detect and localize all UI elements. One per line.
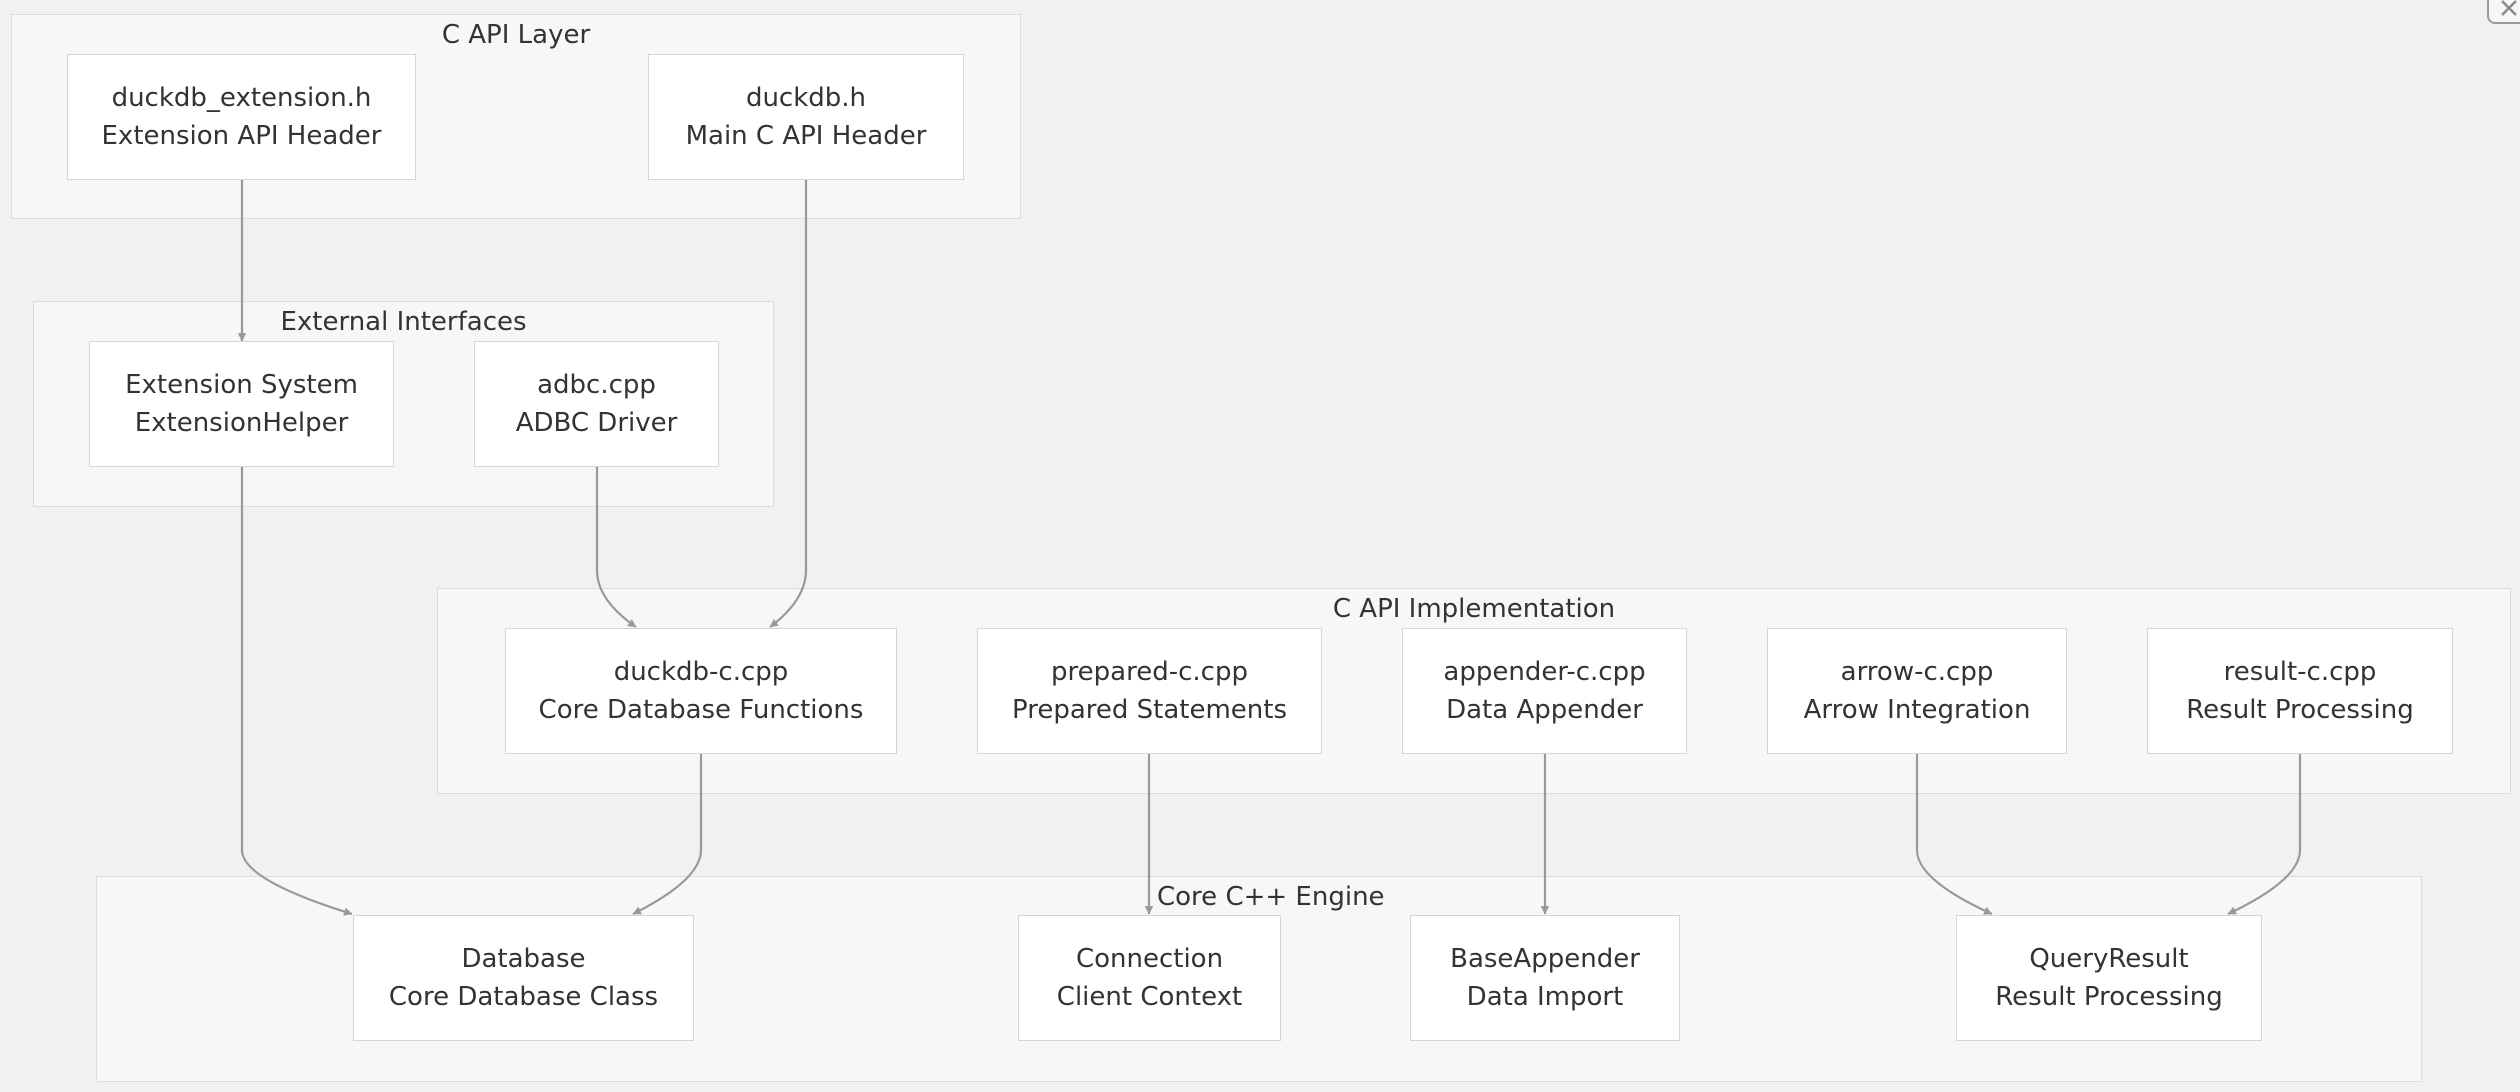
node-database-subtitle: Core Database Class: [388, 982, 659, 1012]
node-appender-c-cpp-subtitle: Data Appender: [1446, 695, 1643, 725]
node-prepared-c-cpp: prepared-c.cpp Prepared Statements: [977, 628, 1322, 754]
node-appender-c-cpp-title: appender-c.cpp: [1443, 657, 1646, 687]
node-prepared-c-cpp-subtitle: Prepared Statements: [1011, 695, 1288, 725]
node-arrow-c-cpp: arrow-c.cpp Arrow Integration: [1767, 628, 2067, 754]
node-extension-system-title: Extension System: [125, 370, 358, 400]
node-duckdb-h: duckdb.h Main C API Header: [648, 54, 964, 180]
node-duckdb-h-title: duckdb.h: [745, 83, 867, 113]
node-adbc-cpp-title: adbc.cpp: [537, 370, 656, 400]
node-arrow-c-cpp-subtitle: Arrow Integration: [1803, 695, 2031, 725]
group-title-c-api-implementation: C API Implementation: [1332, 594, 1616, 624]
node-adbc-cpp: adbc.cpp ADBC Driver: [474, 341, 719, 467]
close-icon: [2501, 0, 2517, 16]
corner-close-button[interactable]: [2487, 0, 2520, 24]
node-connection-subtitle: Client Context: [1056, 982, 1243, 1012]
node-connection: Connection Client Context: [1018, 915, 1281, 1041]
node-duckdb-h-subtitle: Main C API Header: [685, 121, 927, 151]
node-result-c-cpp-subtitle: Result Processing: [2186, 695, 2414, 725]
group-title-core-engine: Core C++ Engine: [1157, 882, 1385, 912]
group-title-c-api-layer: C API Layer: [441, 20, 591, 50]
node-duckdb-extension-h-title: duckdb_extension.h: [111, 83, 372, 113]
edge-extension-system-to-database: [240, 467, 353, 916]
node-duckdb-extension-h-subtitle: Extension API Header: [101, 121, 382, 151]
node-query-result-subtitle: Result Processing: [1995, 982, 2223, 1012]
node-base-appender-subtitle: Data Import: [1466, 982, 1624, 1012]
node-duckdb-c-cpp-subtitle: Core Database Functions: [538, 695, 864, 725]
node-base-appender-title: BaseAppender: [1450, 944, 1640, 974]
node-result-c-cpp: result-c.cpp Result Processing: [2147, 628, 2453, 754]
node-extension-system: Extension System ExtensionHelper: [89, 341, 394, 467]
node-connection-title: Connection: [1075, 944, 1224, 974]
node-database: Database Core Database Class: [353, 915, 694, 1041]
node-query-result: QueryResult Result Processing: [1956, 915, 2262, 1041]
node-prepared-c-cpp-title: prepared-c.cpp: [1051, 657, 1248, 687]
group-title-external-interfaces: External Interfaces: [280, 307, 527, 337]
node-duckdb-c-cpp: duckdb-c.cpp Core Database Functions: [505, 628, 897, 754]
node-adbc-cpp-subtitle: ADBC Driver: [515, 408, 678, 438]
node-duckdb-c-cpp-title: duckdb-c.cpp: [613, 657, 789, 687]
node-base-appender: BaseAppender Data Import: [1410, 915, 1680, 1041]
node-result-c-cpp-title: result-c.cpp: [2223, 657, 2377, 687]
node-extension-system-subtitle: ExtensionHelper: [134, 408, 349, 438]
edge-duckdb-h-to-duckdb-c-cpp: [769, 180, 808, 628]
node-arrow-c-cpp-title: arrow-c.cpp: [1840, 657, 1994, 687]
node-query-result-title: QueryResult: [2029, 944, 2189, 974]
node-appender-c-cpp: appender-c.cpp Data Appender: [1402, 628, 1687, 754]
node-database-title: Database: [461, 944, 586, 974]
node-duckdb-extension-h: duckdb_extension.h Extension API Header: [67, 54, 416, 180]
